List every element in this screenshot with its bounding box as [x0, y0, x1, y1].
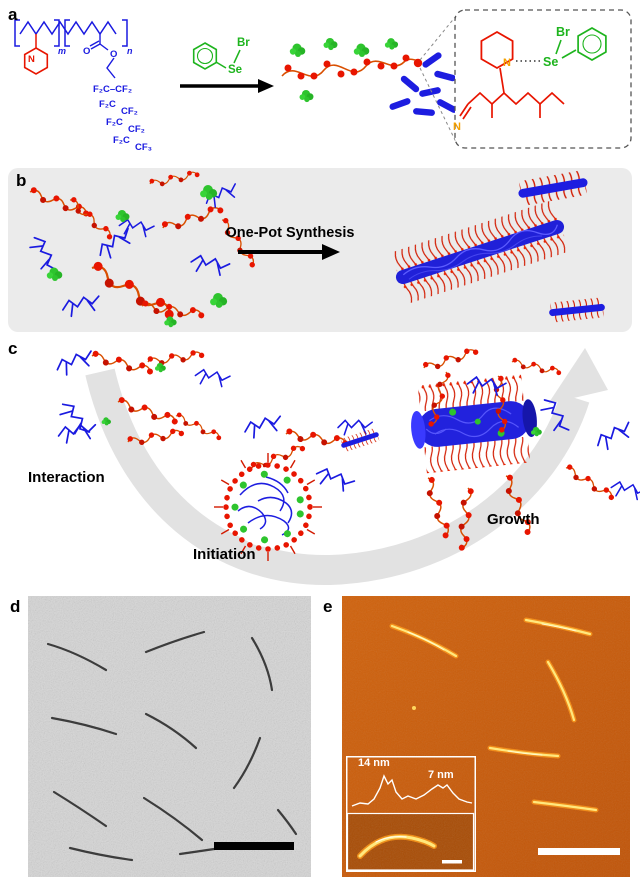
panel-label-b: b: [16, 171, 27, 190]
panel-c-interaction-cluster: [53, 348, 232, 448]
subscript-n: n: [127, 46, 133, 56]
inset-pyridine-ring: [480, 30, 514, 70]
tem-fibrils: [46, 630, 298, 862]
afm-fibrils: [389, 617, 599, 813]
inset-br-label: Br: [556, 25, 570, 39]
fluoro-label-3: CF₂: [121, 106, 138, 117]
panel-a-inset-box: N Se Br N: [453, 9, 632, 149]
pyridine-ring: [23, 47, 49, 75]
one-pot-synthesis-label: One-Pot Synthesis: [225, 225, 355, 241]
afm-zoom-fibril: [357, 833, 437, 859]
panel-label-c: c: [8, 339, 18, 358]
phenyl-ring: [192, 42, 218, 70]
panel-a-monomer-structure: m n N O O F₂C–CF₂ F₂C CF₂ F₂C CF₂ F₂C CF…: [14, 19, 152, 153]
panel-a-reagent: Se Br: [192, 37, 250, 76]
fluoro-label-5: CF₂: [128, 124, 145, 135]
profile-peak-major-label: 14 nm: [358, 757, 390, 769]
tem-scale-bar: [214, 842, 294, 850]
fiber-bundle: [390, 200, 570, 304]
height-profile-curve: [351, 774, 473, 807]
step-label-growth: Growth: [487, 511, 540, 528]
fluoro-label-4: F₂C: [106, 117, 123, 128]
micelle-sphere: [213, 452, 323, 562]
one-pot-arrow-icon: [238, 244, 340, 260]
inset-se-label: Se: [543, 55, 558, 69]
fluoro-label-6: F₂C: [113, 135, 130, 146]
reagent-se-label: Se: [228, 64, 242, 76]
afm-inset: [346, 756, 476, 872]
afm-image: [342, 596, 630, 877]
fluoro-label-7: CF₃: [135, 142, 152, 153]
inset-alkyl-chain: [459, 67, 565, 120]
inset-imine-n-label: N: [453, 121, 461, 133]
afm-inset-border: [346, 756, 476, 872]
afm-scale-bar: [538, 848, 620, 855]
panel-label-a: a: [8, 5, 18, 24]
micelle-cylinder: [411, 374, 537, 474]
swoosh-arrow-icon: [85, 348, 608, 586]
profile-peak-minor-label: 7 nm: [428, 769, 454, 781]
reaction-arrow-icon: [180, 79, 274, 93]
step-label-initiation: Initiation: [193, 546, 256, 563]
tem-image: [28, 596, 311, 877]
ester-o-label: O: [110, 49, 117, 60]
reagent-br-label: Br: [237, 37, 250, 49]
pyridine-n-label: N: [28, 54, 35, 65]
inset-phenyl-ring: [577, 27, 607, 61]
inset-leader-lines: [419, 15, 457, 143]
fluoro-label-1: F₂C–CF₂: [93, 84, 132, 95]
fluoro-label-2: F₂C: [99, 99, 116, 110]
subscript-m: m: [58, 46, 66, 56]
carbonyl-o-label: O: [83, 46, 90, 57]
panel-label-d: d: [10, 597, 21, 616]
panel-a-polymer-cartoon: [281, 37, 459, 117]
afm-zoom-scale-bar: [442, 860, 462, 864]
inset-n-label: N: [503, 57, 511, 69]
panel-label-e: e: [323, 597, 333, 616]
step-label-interaction: Interaction: [28, 469, 105, 486]
